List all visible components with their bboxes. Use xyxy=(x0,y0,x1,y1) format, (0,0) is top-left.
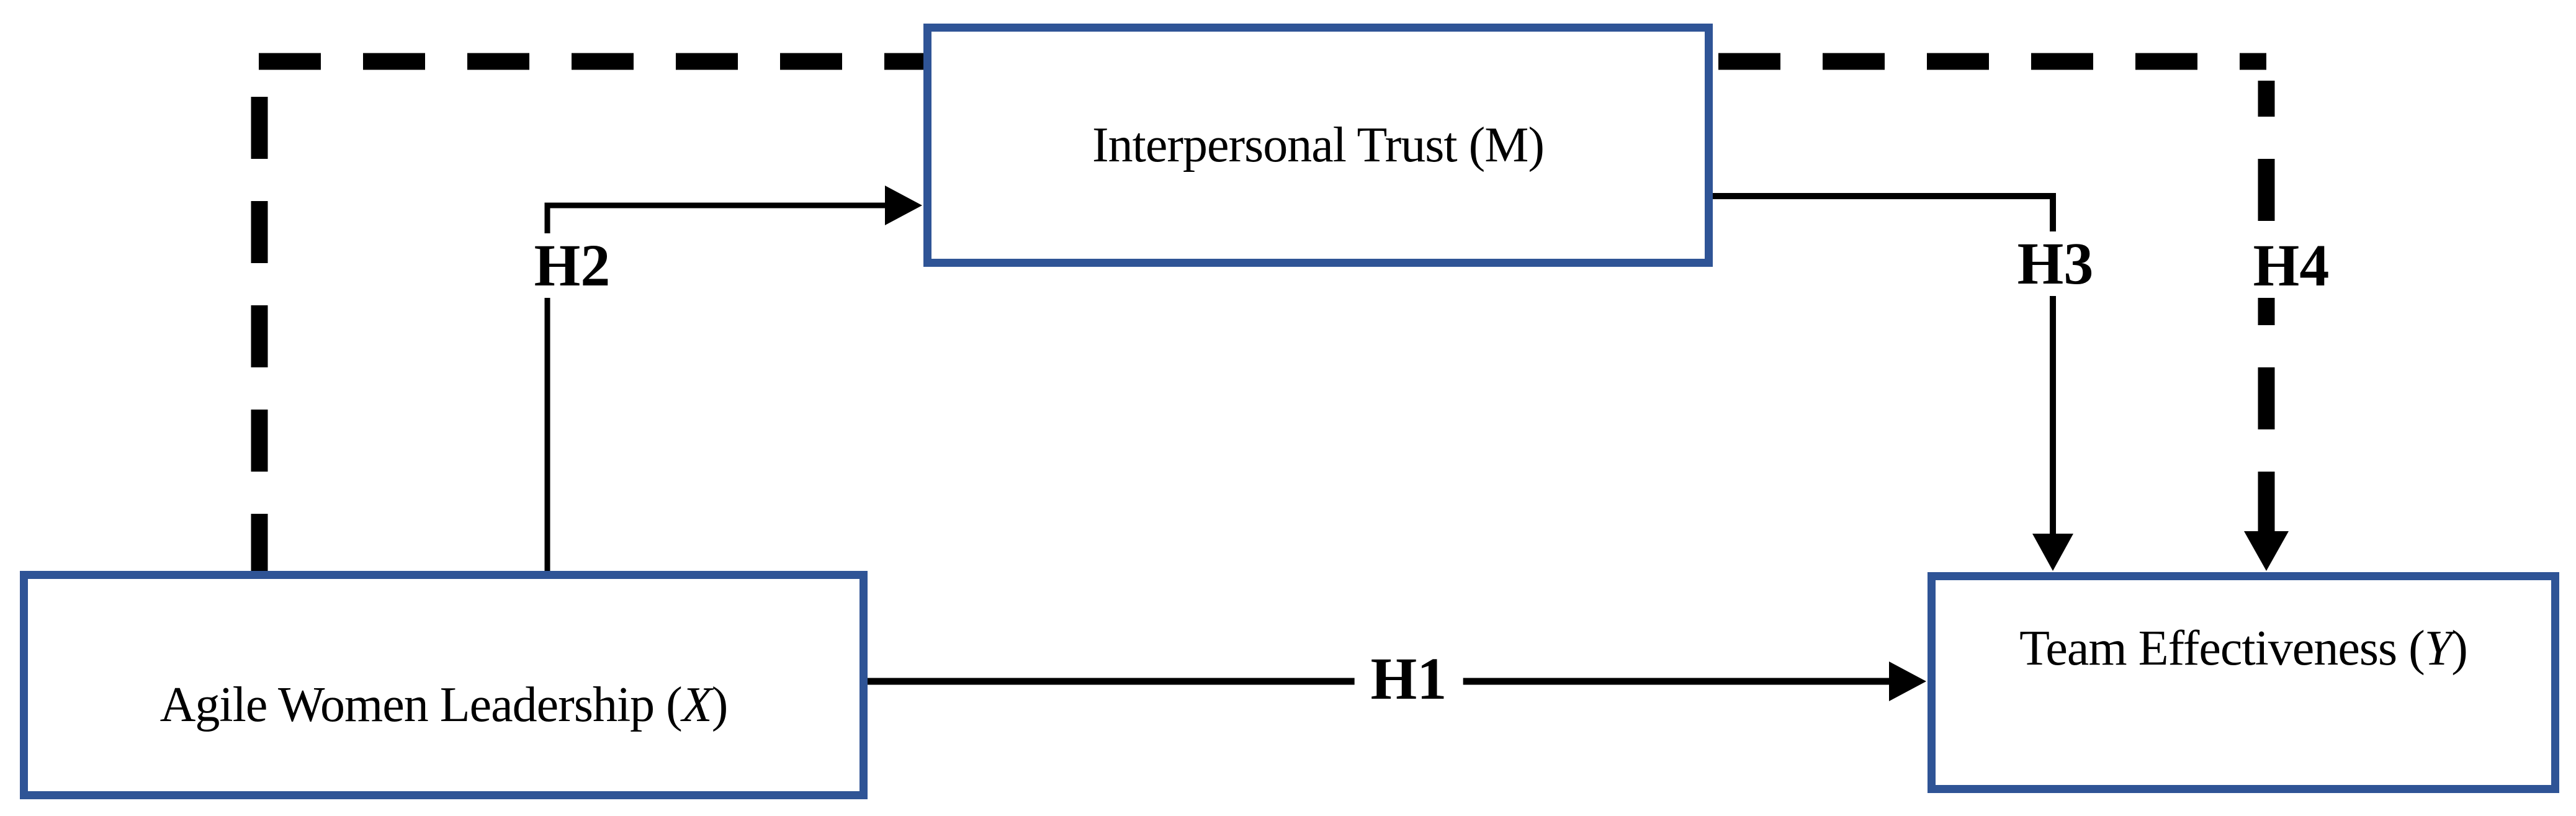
mediator-symbol: M xyxy=(1484,117,1528,173)
mediator-box-label: Interpersonal Trust (M) xyxy=(1092,117,1545,174)
h2-arrowhead xyxy=(885,186,922,225)
h3-label: H3 xyxy=(2001,231,2110,296)
independent-box: Agile Women Leadership (X) xyxy=(20,571,868,799)
h4-label: H4 xyxy=(2237,233,2346,298)
independent-label-suffix: ) xyxy=(711,677,729,732)
dependent-label-text: Team Effectiveness ( xyxy=(2019,621,2425,676)
mediator-box: Interpersonal Trust (M) xyxy=(923,24,1713,267)
dependent-box: Team Effectiveness (Y) xyxy=(1928,572,2559,793)
h2-line xyxy=(544,202,887,571)
dependent-symbol: Y xyxy=(2424,621,2452,676)
mediator-label-text: Interpersonal Trust ( xyxy=(1092,117,1485,173)
independent-symbol: X xyxy=(681,677,712,732)
independent-label-text: Agile Women Leadership ( xyxy=(159,677,683,732)
h1-label: H1 xyxy=(1354,647,1463,711)
h2-label: H2 xyxy=(518,233,627,298)
independent-box-label: Agile Women Leadership (X) xyxy=(159,677,729,733)
h3-arrowhead xyxy=(2032,534,2073,571)
h4-arrowhead xyxy=(2244,531,2289,571)
dependent-label-suffix: ) xyxy=(2451,621,2468,676)
h1-arrowhead xyxy=(1889,661,1926,701)
h3-line xyxy=(1712,193,2056,536)
dependent-box-label: Team Effectiveness (Y) xyxy=(2019,621,2468,677)
mediator-label-suffix: ) xyxy=(1528,117,1545,173)
